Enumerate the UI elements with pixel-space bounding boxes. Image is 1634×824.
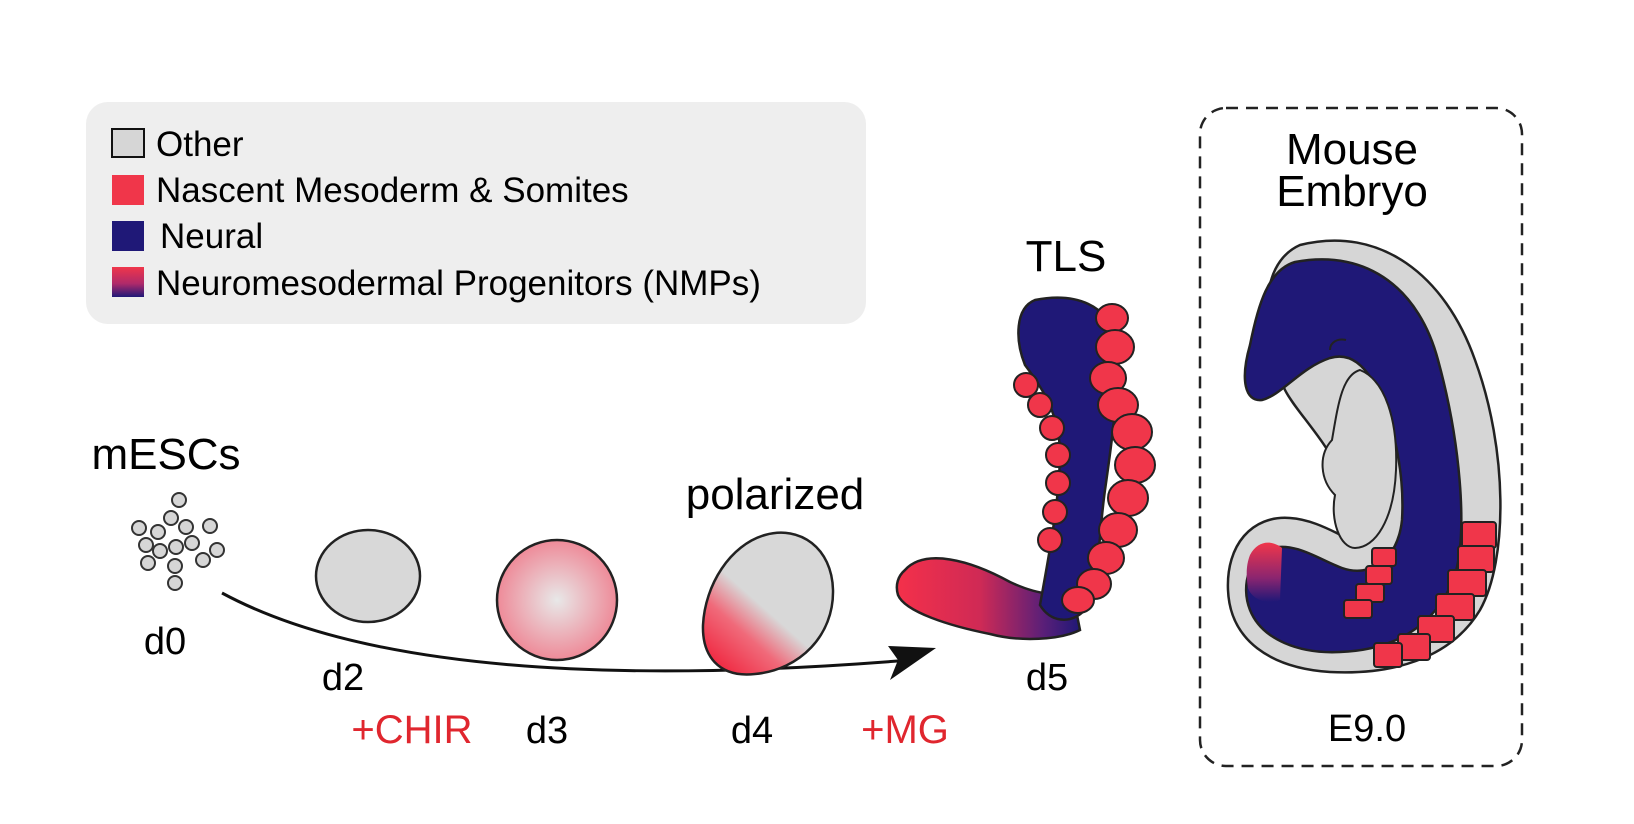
somite [1095,329,1135,365]
somite [1371,547,1397,567]
legend-swatch-neural [112,221,144,251]
embryo-tail-nmp [1246,542,1282,602]
somite [1114,446,1156,484]
cell [152,543,168,559]
somite [1042,499,1068,525]
tls-tail [895,557,1082,641]
embryo-inner-tissue [1321,368,1398,550]
label-d3: d3 [526,710,568,752]
embryo-neural-tube [1243,258,1463,654]
legend-swatch-mesoderm [112,175,144,205]
label-mg: +MG [861,708,949,752]
aggregate-d3 [495,538,619,662]
somite [1027,392,1053,418]
somite [1045,470,1071,496]
label-d2: d2 [322,657,364,699]
cell [195,552,211,568]
time-arrow-head [888,646,936,680]
cell [138,537,154,553]
label-polarized: polarized [686,470,865,519]
label-d0: d0 [144,621,186,663]
somite [1457,545,1495,573]
somite [1107,479,1149,517]
cell [167,558,183,574]
embryo-somites [1343,521,1497,668]
somite [1447,569,1487,597]
cell [131,520,147,536]
cell [163,510,179,526]
somite [1373,642,1403,668]
cell [171,492,187,508]
legend-label-other: Other [156,125,244,164]
somite [1045,442,1071,468]
somite [1095,303,1129,333]
embryo-panel: Mouse Embryo E9.0 [1198,106,1524,768]
somite [1039,415,1065,441]
tls-somites [1013,303,1156,614]
label-mescs: mESCs [91,430,240,479]
label-tls: TLS [1026,232,1107,281]
legend-label-neural: Neural [160,217,263,256]
legend-swatch-nmp [112,267,144,297]
embryo-panel-border [1198,106,1524,768]
somite [1365,565,1393,585]
legend-label-nmp: Neuromesodermal Progenitors (NMPs) [156,264,761,303]
somite [1343,599,1373,619]
cell [209,542,225,558]
somite [1461,521,1497,549]
legend-swatch-other [111,128,145,158]
mescs-cluster [131,492,225,591]
embryo-title-line2: Embryo [1276,167,1428,216]
cell [202,518,218,534]
aggregate-d2 [314,528,422,624]
embryo-title-line1: Mouse [1286,125,1418,174]
cell [167,575,183,591]
legend-background [86,102,866,324]
label-d5: d5 [1026,657,1068,699]
cell [140,555,156,571]
somite [1037,527,1063,553]
cell [168,539,184,555]
legend-label-mesoderm: Nascent Mesoderm & Somites [156,171,629,210]
cell [178,519,194,535]
embryo-stage-label: E9.0 [1328,708,1406,750]
label-d4: d4 [731,710,773,752]
cell [150,524,166,540]
embryo-head-curl [1329,338,1347,351]
tls-structure [895,296,1156,641]
somite [1111,413,1153,451]
label-chir: +CHIR [351,708,472,752]
aggregate-d4-polarized [701,531,835,676]
legend: Other Nascent Mesoderm & Somites Neural … [86,102,866,324]
somite [1061,586,1095,614]
cell [184,535,200,551]
somite [1013,372,1039,398]
